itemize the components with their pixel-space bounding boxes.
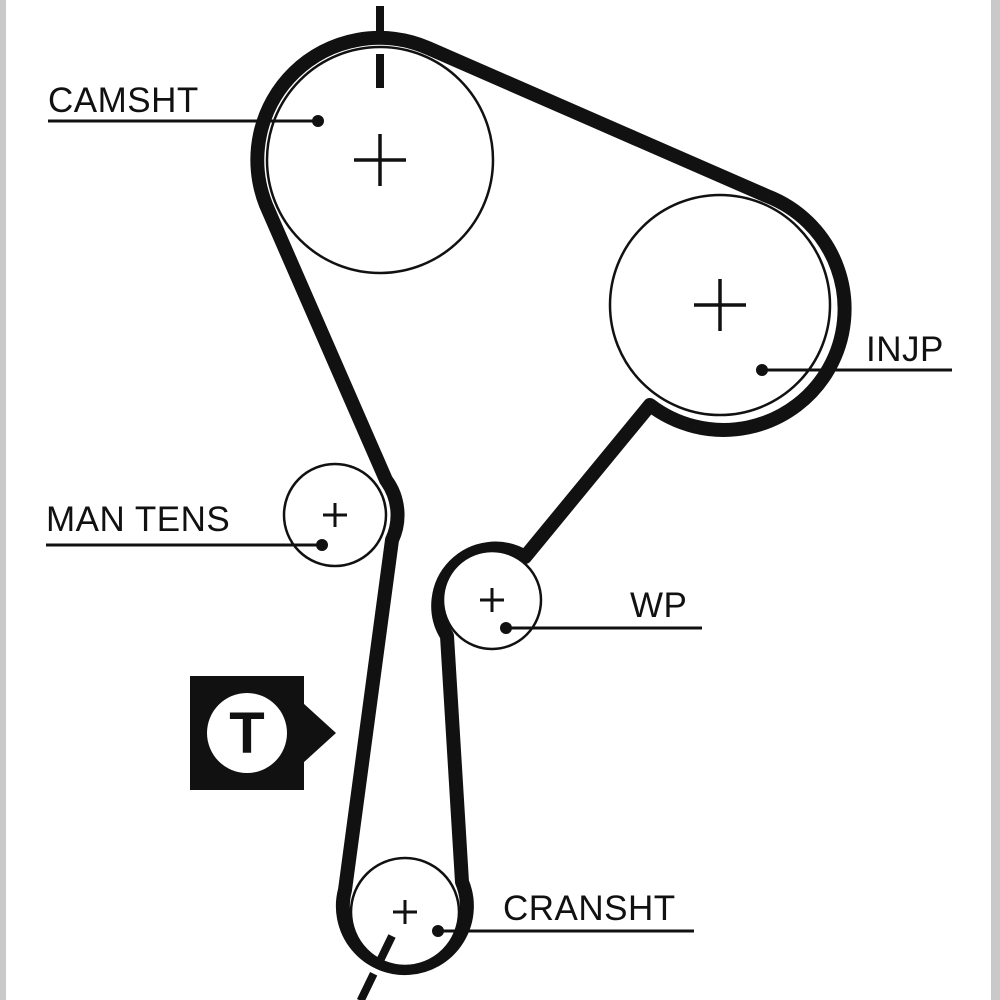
crankshaft-timing-mark	[356, 934, 396, 1000]
crankshaft-leader	[432, 925, 694, 937]
tensioner-t-glyph: T	[229, 701, 264, 766]
manual-tensioner-center-cross	[323, 503, 347, 527]
camshaft-center-cross	[354, 134, 406, 186]
water-pump-center-cross	[480, 588, 504, 612]
left-edge-strip	[0, 0, 6, 1000]
injection-pump-center-cross	[694, 279, 746, 331]
water-pump-leader-dot	[500, 622, 512, 634]
injection-pump-leader	[756, 364, 952, 376]
manual-tensioner-label: MAN TENS	[46, 500, 230, 539]
timing-belt-path	[250, 30, 852, 976]
crankshaft-label: CRANSHT	[503, 889, 676, 928]
camshaft-leader	[48, 115, 324, 127]
water-pump-label: WP	[630, 586, 687, 625]
crankshaft-center-cross	[393, 900, 417, 924]
injection-pump-leader-dot	[756, 364, 768, 376]
crankshaft-leader-dot	[432, 925, 444, 937]
injection-pump-label: INJP	[866, 330, 944, 369]
tensioner-arrow-icon	[303, 703, 336, 763]
manual-tensioner-leader-dot	[316, 539, 328, 551]
manual-tensioner-leader	[46, 539, 328, 551]
water-pump-leader	[500, 622, 702, 634]
tensioner-symbol: T	[190, 676, 336, 790]
camshaft-leader-dot	[312, 115, 324, 127]
camshaft-label: CAMSHT	[48, 81, 199, 120]
right-edge-strip	[991, 0, 1000, 1000]
tensioner-symbol-circle	[207, 693, 287, 773]
